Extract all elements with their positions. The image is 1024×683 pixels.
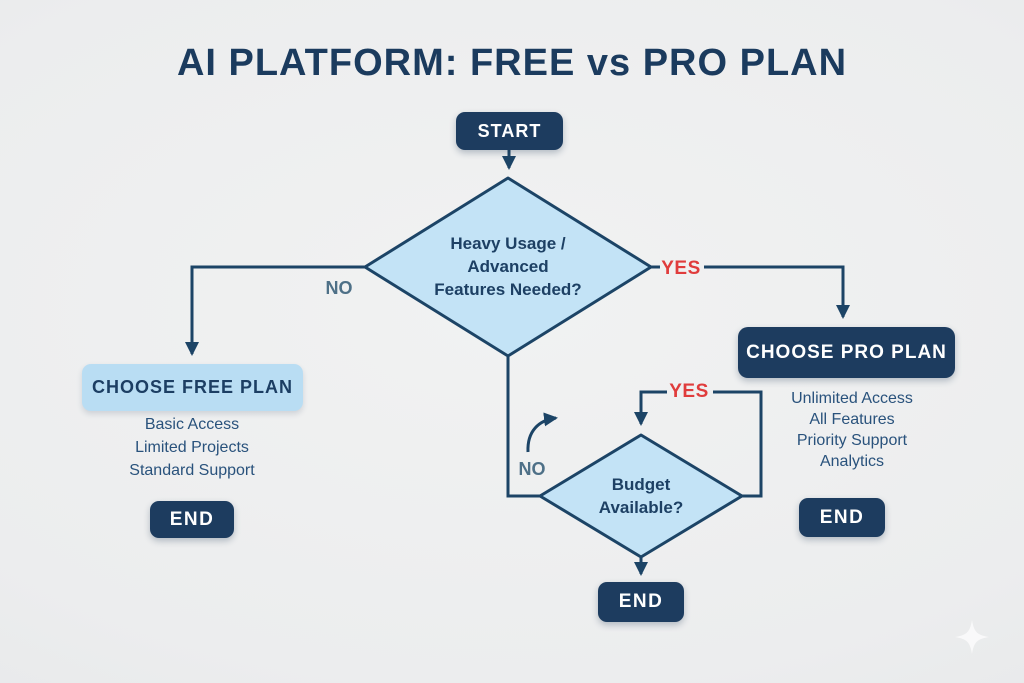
sparkle-icon bbox=[955, 620, 989, 654]
pro-plan-label: CHOOSE PRO PLAN bbox=[746, 342, 947, 364]
main-no-label: NO bbox=[309, 278, 369, 299]
loop-arrow-icon bbox=[528, 418, 556, 452]
decision-budget-question: Budget Available? bbox=[556, 473, 726, 519]
free-plan-features: Basic Access Limited Projects Standard S… bbox=[72, 413, 312, 482]
start-node-label: START bbox=[478, 121, 542, 142]
pro-plan-features: Unlimited Access All Features Priority S… bbox=[742, 388, 962, 472]
end-node-free-label: END bbox=[170, 509, 215, 531]
end-node-pro: END bbox=[799, 498, 885, 537]
end-node-pro-label: END bbox=[820, 507, 865, 529]
decision-main-question: Heavy Usage / Advanced Features Needed? bbox=[398, 232, 618, 301]
page-title: AI PLATFORM: FREE vs PRO PLAN bbox=[0, 42, 1024, 85]
edge-main-yes bbox=[704, 267, 843, 317]
budget-yes-label: YES bbox=[659, 381, 719, 403]
main-yes-label: YES bbox=[651, 258, 711, 280]
budget-no-label: NO bbox=[502, 459, 562, 480]
free-plan-node: CHOOSE FREE PLAN bbox=[82, 364, 303, 411]
free-plan-label: CHOOSE FREE PLAN bbox=[92, 377, 293, 398]
end-node-budget: END bbox=[598, 582, 684, 622]
pro-plan-node: CHOOSE PRO PLAN bbox=[738, 327, 955, 378]
end-node-free: END bbox=[150, 501, 234, 538]
end-node-budget-label: END bbox=[619, 591, 664, 613]
start-node: START bbox=[456, 112, 563, 150]
